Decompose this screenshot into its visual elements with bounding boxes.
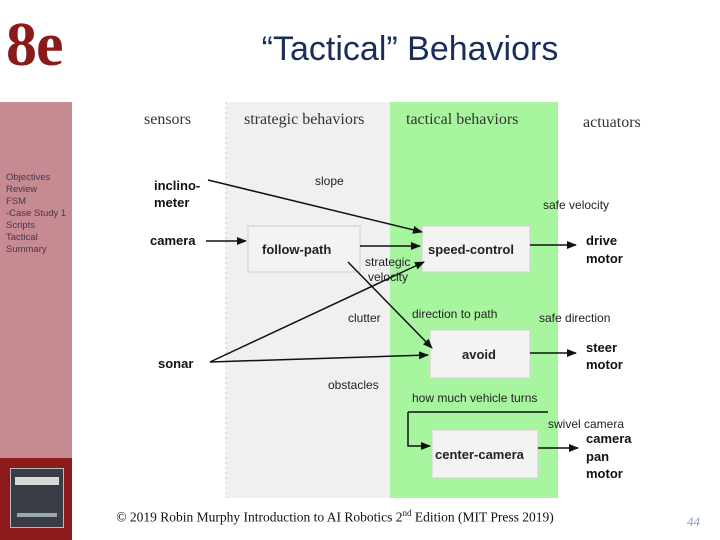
actuator-drive-line2: motor	[586, 251, 623, 266]
sensor-sonar: sonar	[158, 356, 193, 371]
edge-label-how-much-turns: how much vehicle turns	[412, 391, 537, 405]
actuator-camera-line1: camera	[586, 431, 632, 446]
center-camera-label: center-camera	[435, 447, 525, 462]
sensor-camera: camera	[150, 233, 196, 248]
arrow-avoid-to-center-camera	[407, 412, 431, 450]
strategic-band	[226, 102, 390, 498]
actuator-camera-line2: pan	[586, 449, 609, 464]
speed-control-label: speed-control	[428, 242, 514, 257]
footer-text: © 2019 Robin Murphy Introduction to AI R…	[116, 509, 403, 525]
edge-label-slope: slope	[315, 174, 344, 188]
sensor-inclinometer-line2: meter	[154, 195, 189, 210]
sidebar-item-summary[interactable]: Summary	[6, 244, 47, 255]
page-number: 44	[687, 514, 700, 529]
arrow-sonar-to-avoid	[209, 351, 429, 363]
actuator-camera-line3: motor	[586, 466, 623, 481]
actuator-drive-line1: drive	[586, 233, 617, 248]
sidebar-item-case-study[interactable]: -Case Study 1	[6, 208, 67, 219]
arrow-follow-path-to-avoid	[347, 261, 433, 349]
center-camera-box	[431, 429, 539, 479]
sensor-inclinometer-line1: inclino-	[154, 178, 200, 193]
sidebar-item-tactical[interactable]: Tactical	[6, 232, 38, 243]
edge-label-strategic-velocity-1: strategic	[365, 255, 410, 269]
sidebar-nav: Objectives Review FSM -Case Study 1 Scri…	[6, 172, 72, 256]
slide-title: “Tactical” Behaviors	[261, 30, 559, 68]
edge-label-swivel-camera: swivel camera	[548, 417, 624, 431]
footer-text-after: Edition (MIT Press 2019)	[411, 509, 554, 525]
edge-label-safe-direction: safe direction	[539, 311, 610, 325]
edge-label-clutter: clutter	[348, 311, 381, 325]
speed-control-box	[421, 225, 531, 273]
book-cover-image	[10, 468, 64, 528]
sidebar-item-review[interactable]: Review	[6, 184, 38, 195]
arrow-inclinometer-to-speed	[207, 179, 423, 234]
column-header-strategic: strategic behaviors	[244, 111, 364, 128]
sidebar-item-fsm[interactable]: FSM	[6, 196, 27, 207]
arrow-sonar-to-speed	[209, 261, 425, 363]
avoid-label: avoid	[462, 347, 496, 362]
actuator-steer-line1: steer	[586, 340, 617, 355]
column-header-actuators: actuators	[583, 114, 641, 131]
column-header-sensors: sensors	[144, 111, 191, 128]
edge-label-obstacles: obstacles	[328, 378, 379, 392]
edge-label-direction-to-path: direction to path	[412, 307, 497, 321]
edge-label-safe-velocity: safe velocity	[543, 198, 609, 212]
sidebar-item-scripts[interactable]: Scripts	[6, 220, 36, 231]
follow-path-label: follow-path	[262, 242, 331, 257]
avoid-box	[429, 329, 531, 379]
actuator-steer-line2: motor	[586, 357, 623, 372]
footer-superscript: nd	[402, 508, 412, 518]
follow-path-box	[247, 225, 361, 273]
sidebar-item-objectives[interactable]: Objectives	[6, 172, 51, 183]
footer-citation: © 2019 Robin Murphy Introduction to AI R…	[100, 508, 570, 526]
book-logo: 8e	[6, 11, 64, 79]
column-header-tactical: tactical behaviors	[406, 111, 518, 128]
